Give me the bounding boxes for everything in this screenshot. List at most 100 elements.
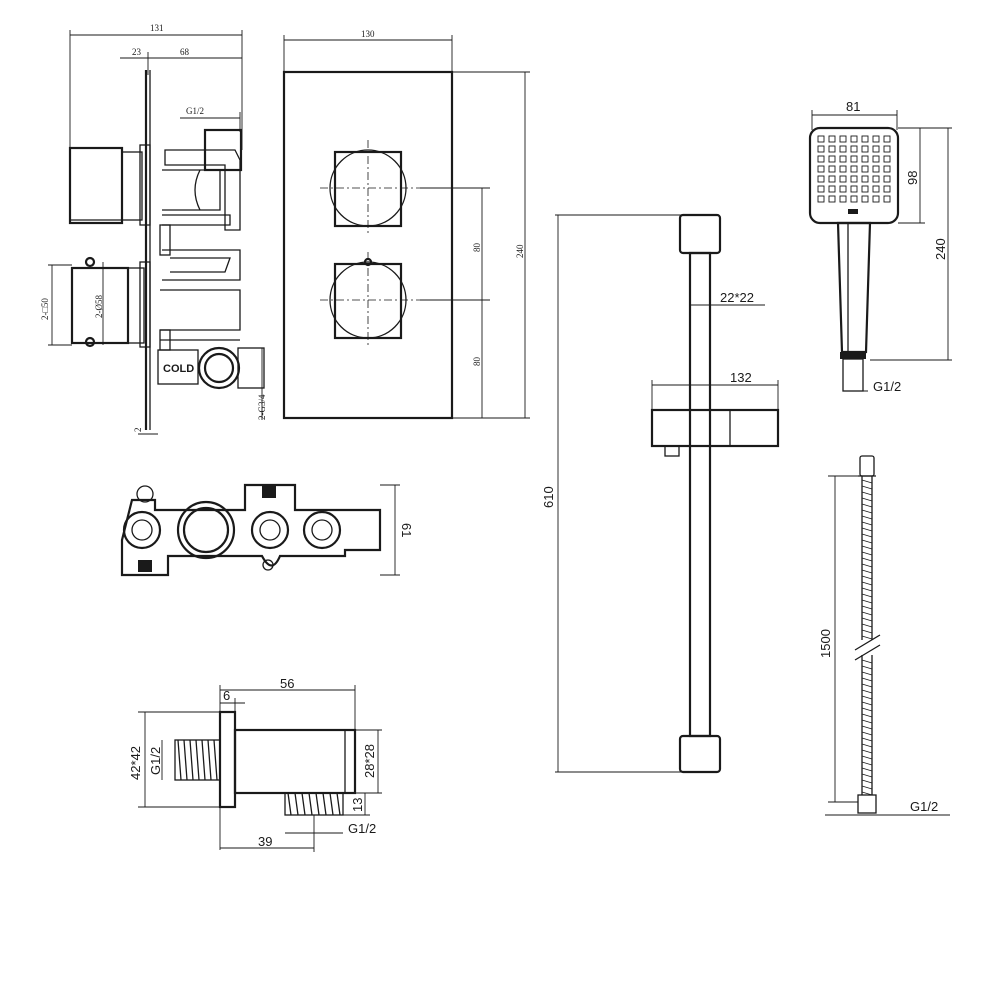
hose-coil: [861, 629, 873, 634]
nozzle: [883, 195, 891, 203]
nozzle: [828, 145, 836, 153]
hose-coil: [861, 689, 873, 694]
hose-coil: [861, 761, 873, 766]
dim-610-label: 610: [541, 486, 556, 508]
dim-2-label: 2: [133, 428, 143, 433]
dim-2d58-label: 2-Ø58: [94, 295, 104, 318]
hose-coil: [861, 485, 873, 490]
dim-130-label: 130: [361, 29, 375, 39]
hose-coil: [861, 665, 873, 670]
valve-side-view: 131 23 68 G1/2: [40, 23, 267, 435]
hose-coil: [861, 527, 873, 532]
hose-coil: [861, 773, 873, 778]
hose-lower: [861, 655, 873, 795]
nozzle: [861, 175, 869, 183]
hose-coil: [861, 599, 873, 604]
nozzle: [872, 165, 880, 173]
nozzle: [817, 145, 825, 153]
nozzle: [839, 135, 847, 143]
elbow-body: [233, 728, 357, 795]
hose-coil: [861, 593, 873, 598]
upper-handle-side: [68, 146, 124, 225]
hose-coil: [861, 521, 873, 526]
dim-g12-bottom-label: G1/2: [348, 821, 376, 836]
nozzle: [839, 165, 847, 173]
hose-coil: [861, 515, 873, 520]
slide-rail: 610 22*22 132: [541, 213, 780, 774]
dim-61-label: 61: [399, 523, 414, 537]
nozzle: [839, 175, 847, 183]
nozzle: [883, 175, 891, 183]
hose-coil: [861, 581, 873, 586]
nozzle: [850, 195, 858, 203]
dim-68-label: 68: [180, 47, 190, 57]
nozzle: [872, 135, 880, 143]
nozzle: [839, 155, 847, 163]
hose-coil: [861, 701, 873, 706]
hose-coil: [861, 767, 873, 772]
cold-inlet-outline: [197, 346, 241, 390]
dim-g12-hose-label: G1/2: [910, 799, 938, 814]
nozzle: [872, 185, 880, 193]
hose-coil: [861, 737, 873, 742]
nozzle: [839, 195, 847, 203]
shower-hose: 1500 G1/2: [818, 455, 950, 816]
hose-coil: [861, 749, 873, 754]
dim-2sq50-label: 2-□50: [40, 298, 50, 320]
nozzle: [817, 165, 825, 173]
nozzle: [817, 155, 825, 163]
dim-132-label: 132: [730, 370, 752, 385]
dim-98-label: 98: [905, 171, 920, 185]
hose-coil: [861, 569, 873, 574]
nozzle: [828, 185, 836, 193]
nozzle: [839, 145, 847, 153]
hose-coil: [861, 551, 873, 556]
hose-coil: [861, 743, 873, 748]
dim-80a-label: 80: [472, 243, 482, 253]
nozzle: [850, 185, 858, 193]
nozzle: [872, 195, 880, 203]
hose-coil: [861, 713, 873, 718]
hose-coil: [861, 539, 873, 544]
hose-coil: [861, 491, 873, 496]
dim-131-label: 131: [150, 23, 164, 33]
nozzle: [883, 165, 891, 173]
hose-coil: [861, 623, 873, 628]
nozzle: [850, 175, 858, 183]
nozzle: [828, 175, 836, 183]
dim-240-handset-label: 240: [933, 238, 948, 260]
dim-g12-handset-label: G1/2: [873, 379, 901, 394]
nozzle: [872, 155, 880, 163]
hose-coil: [861, 611, 873, 616]
hose-coil: [861, 719, 873, 724]
hose-coil: [861, 563, 873, 568]
dim-240-plate-label: 240: [515, 244, 525, 258]
nozzle: [861, 145, 869, 153]
hose-coil: [861, 755, 873, 760]
faceplate: [282, 70, 454, 420]
nozzle: [828, 155, 836, 163]
dim-13-label: 13: [350, 798, 365, 812]
hose-coil: [861, 785, 873, 790]
rail-bottom-bracket: [678, 734, 722, 774]
cold-label: COLD: [163, 363, 194, 375]
hose-coil: [861, 575, 873, 580]
nozzle: [817, 185, 825, 193]
nozzle: [872, 145, 880, 153]
nozzle: [883, 135, 891, 143]
dim-42x42-label: 42*42: [128, 746, 143, 780]
spray-nozzles: [817, 135, 891, 203]
dim-39-label: 39: [258, 834, 272, 849]
nozzle: [861, 195, 869, 203]
nozzle: [828, 195, 836, 203]
hose-coil: [861, 635, 873, 640]
hose-coil: [861, 695, 873, 700]
nozzle: [817, 135, 825, 143]
rail-top-bracket: [678, 213, 722, 255]
nozzle: [828, 135, 836, 143]
main-cartridge-bore: [176, 500, 236, 560]
dim-56-label: 56: [280, 676, 294, 691]
hose-coil: [861, 677, 873, 682]
valve-body-top-view: 61: [120, 483, 414, 577]
